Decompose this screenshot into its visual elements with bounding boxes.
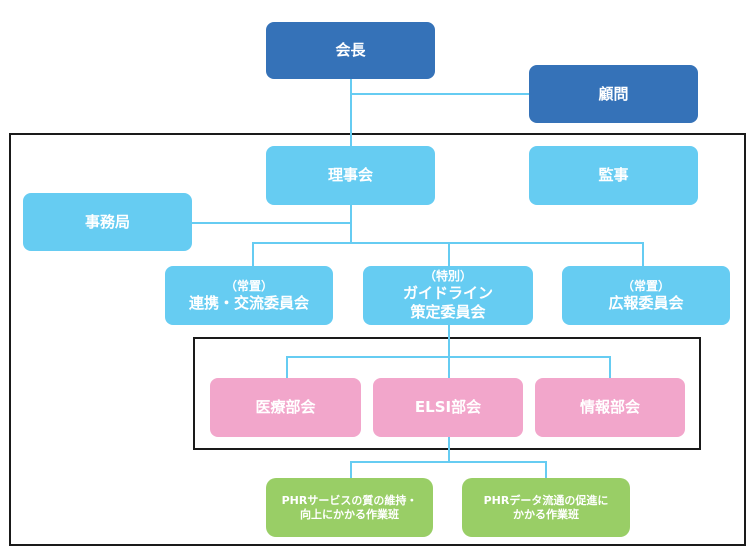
secretariat-box: 事務局: [23, 193, 192, 251]
subcommittee-elsi-label: ELSI部会: [414, 398, 482, 417]
working-group-right-line1: PHRデータ流通の促進に: [483, 493, 609, 507]
board-label: 理事会: [327, 166, 373, 185]
auditor-label: 監事: [598, 166, 629, 185]
committee-left-name: 連携・交流委員会: [188, 293, 309, 312]
committee-left-box: （常置） 連携・交流委員会: [165, 266, 333, 325]
working-group-right-box: PHRデータ流通の促進に かかる作業班: [462, 478, 630, 537]
organization-frame: [9, 133, 746, 546]
chairman-label: 会長: [335, 41, 366, 60]
connector-advisor: [350, 93, 530, 95]
working-group-left-line2: 向上にかかる作業班: [300, 507, 399, 521]
committee-center-name-line2: 策定委員会: [410, 303, 486, 321]
committee-right-tag: （常置）: [621, 278, 670, 293]
subcommittee-elsi-box: ELSI部会: [373, 378, 523, 437]
connector-center-to-working-groups: [448, 437, 450, 463]
committee-center-box: （特別） ガイドライン 策定委員会: [363, 266, 533, 325]
working-group-left-line1: PHRサービスの質の維持・: [281, 493, 418, 507]
connector-board-down: [350, 205, 352, 243]
subcommittee-medical-label: 医療部会: [255, 398, 316, 417]
connector-wg-left: [350, 461, 352, 478]
connector-sub-info: [609, 356, 611, 378]
working-group-right-line2: かかる作業班: [513, 507, 579, 521]
advisor-label: 顧問: [598, 84, 629, 103]
connector-wg-right: [545, 461, 547, 478]
connector-committee-right: [642, 242, 644, 267]
board-box: 理事会: [266, 146, 435, 205]
connector-center-to-subcommittees: [448, 325, 450, 358]
auditor-box: 監事: [529, 146, 698, 205]
chairman-box: 会長: [266, 22, 435, 79]
subcommittee-info-box: 情報部会: [535, 378, 685, 437]
committee-right-name: 広報委員会: [608, 293, 684, 312]
advisor-box: 顧問: [529, 65, 698, 123]
connector-committee-center: [448, 242, 450, 267]
connector-sub-elsi: [448, 356, 450, 378]
connector-chairman-board: [350, 79, 352, 146]
connector-secretariat: [192, 222, 352, 224]
secretariat-label: 事務局: [84, 212, 130, 231]
committee-center-tag: （特別）: [423, 269, 472, 284]
connector-working-group-bus: [350, 461, 547, 463]
subcommittee-frame: [193, 337, 701, 450]
committee-right-box: （常置） 広報委員会: [562, 266, 730, 325]
committee-center-name-line1: ガイドライン: [402, 284, 493, 303]
committee-left-tag: （常置）: [224, 278, 273, 293]
subcommittee-medical-box: 医療部会: [210, 378, 361, 437]
connector-committee-left: [252, 242, 254, 267]
working-group-left-box: PHRサービスの質の維持・ 向上にかかる作業班: [266, 478, 433, 537]
subcommittee-info-label: 情報部会: [579, 398, 640, 417]
connector-sub-medical: [286, 356, 288, 378]
